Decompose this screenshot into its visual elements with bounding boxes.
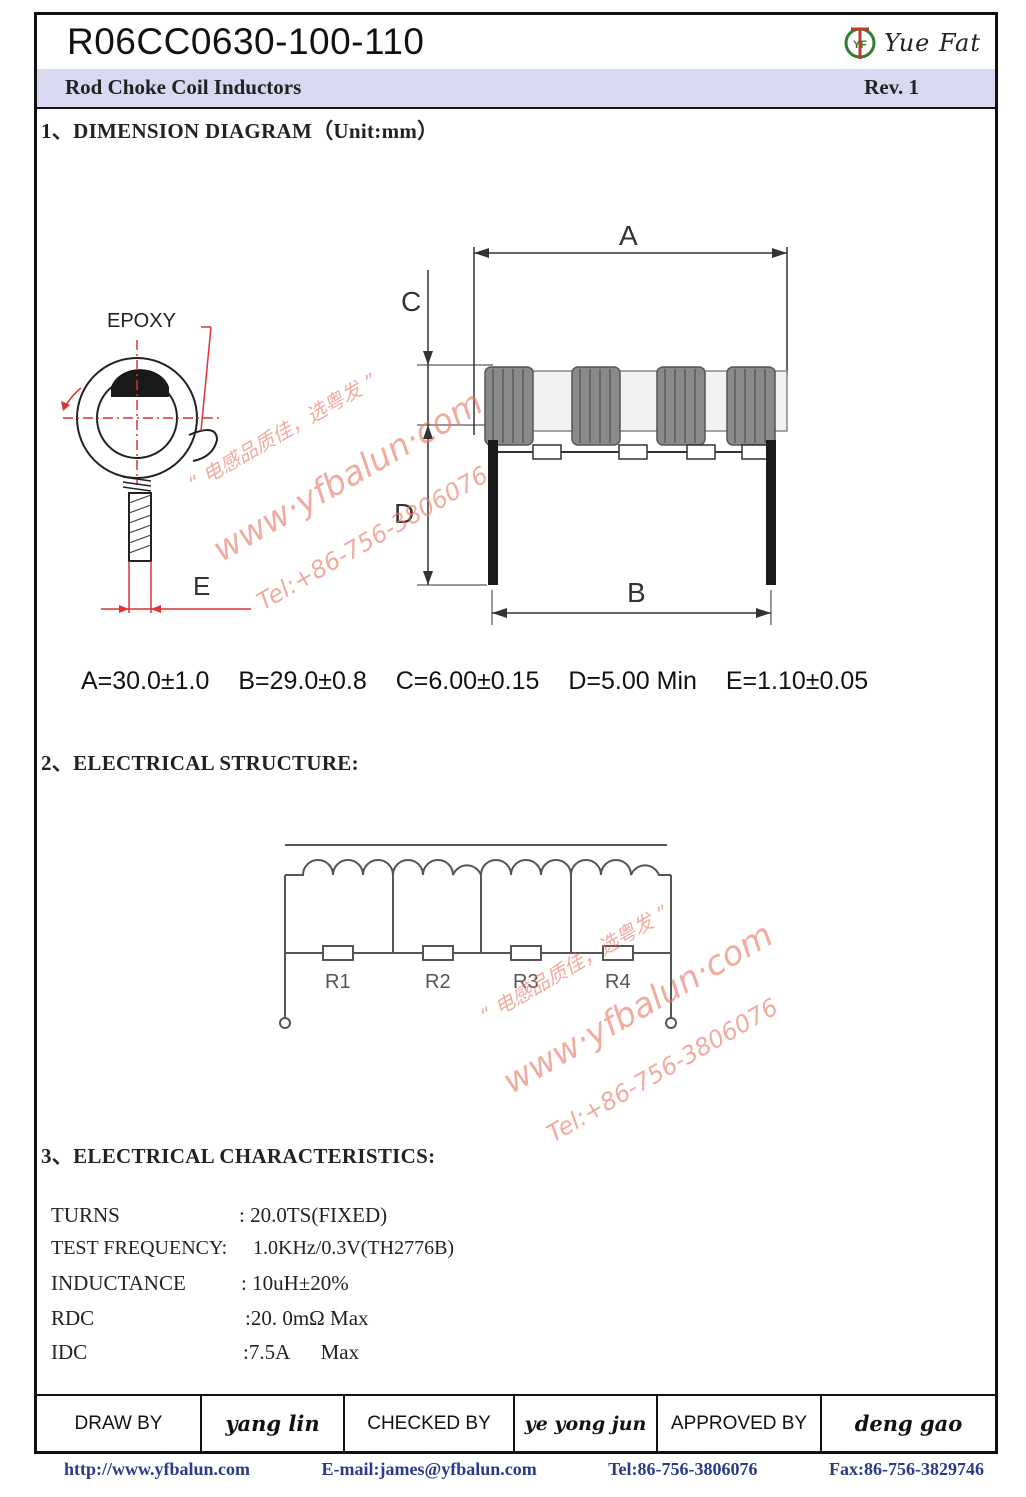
schematic-resistor-r1: [322, 945, 354, 961]
char-value: : 20.0TS(FIXED): [239, 1203, 388, 1227]
epoxy-pointer: [200, 326, 212, 432]
b-arrow-left: [492, 608, 507, 618]
char-label: TEST FREQUENCY:: [51, 1237, 228, 1259]
website-link[interactable]: http://www.yfbalun.com: [64, 1459, 251, 1479]
e-arrow-right: [151, 605, 161, 613]
front-resistor-1: [532, 444, 562, 460]
contact-line: http://www.yfbalun.com E-mail:james@yfba…: [64, 1459, 984, 1480]
char-label: INDUCTANCE: [51, 1271, 186, 1295]
part-number: R06CC0630-100-110: [67, 21, 425, 62]
e-arrow-left: [119, 605, 129, 613]
rotation-arrow-head: [61, 401, 70, 411]
dimension-a: A=30.0±1.0: [81, 667, 210, 695]
label-r2: R2: [425, 971, 451, 993]
approved-by-label: APPROVED BY: [658, 1396, 822, 1451]
coil-winding-1: [484, 366, 534, 446]
dimension-b: B=29.0±0.8: [238, 667, 367, 695]
epoxy-label: EPOXY: [107, 310, 176, 332]
d-arrow-bottom: [423, 571, 433, 585]
draw-by-signature: yang lin: [202, 1396, 345, 1451]
schematic-resistor-r3: [510, 945, 542, 961]
char-value: :20. 0mΩ Max: [245, 1306, 369, 1330]
dimension-d: D=5.00 Min: [568, 667, 697, 695]
coil-winding-3: [656, 366, 706, 446]
front-resistor-3: [686, 444, 716, 460]
char-row-idc: IDC :7.5A Max: [51, 1340, 359, 1365]
schematic-inductor-coil: [285, 859, 671, 876]
c-label: C: [401, 286, 421, 317]
char-row-turns: TURNS : 20.0TS(FIXED): [51, 1203, 387, 1228]
char-value: 1.0KHz/0.3V(TH2776B): [253, 1237, 455, 1259]
spec-sheet-frame: R06CC0630-100-110 YF Yue Fat Rod Choke C…: [34, 12, 998, 1454]
winding-turn-lines: [492, 369, 766, 443]
a-arrow-right: [772, 248, 787, 258]
coil-winding-4: [726, 366, 776, 446]
char-value: : 10uH±20%: [241, 1271, 349, 1295]
front-lead-left: [488, 440, 498, 585]
char-value: :7.5A Max: [243, 1340, 360, 1364]
label-r1: R1: [325, 971, 351, 993]
a-arrow-left: [474, 248, 489, 258]
title-row: R06CC0630-100-110 YF Yue Fat: [37, 15, 995, 71]
lead-loop: [188, 429, 219, 462]
phone-number: Tel:86-756-3806076: [608, 1459, 758, 1479]
terminal-left: [279, 1017, 291, 1029]
char-row-rdc: RDC :20. 0mΩ Max: [51, 1306, 369, 1331]
approved-by-signature: deng gao: [854, 1411, 963, 1436]
char-row-test-frequency: TEST FREQUENCY: 1.0KHz/0.3V(TH2776B): [51, 1237, 454, 1260]
front-view: A C D: [394, 220, 788, 625]
epoxy-blob: [111, 369, 169, 397]
c-arrow-bottom: [423, 425, 433, 439]
char-row-inductance: INDUCTANCE : 10uH±20%: [51, 1271, 349, 1296]
side-view: EPOXY: [61, 310, 251, 613]
label-r4: R4: [605, 971, 631, 993]
dimension-c: C=6.00±0.15: [395, 667, 540, 695]
company-logo: YF Yue Fat: [842, 25, 981, 61]
logo-name: Yue Fat: [883, 29, 981, 57]
subheader-row: Rod Choke Coil Inductors Rev. 1: [37, 69, 995, 109]
dimension-e: E=1.10±0.05: [725, 667, 869, 695]
terminal-right: [665, 1017, 677, 1029]
dimension-diagram: EPOXY: [61, 220, 788, 625]
d-label: D: [394, 498, 414, 529]
front-resistor-2: [618, 444, 648, 460]
product-title: Rod Choke Coil Inductors: [65, 75, 302, 99]
label-r3: R3: [513, 971, 539, 993]
revision-label: Rev. 1: [864, 75, 919, 99]
electrical-characteristics-heading: 3、ELECTRICAL CHARACTERISTICS:: [41, 1144, 436, 1168]
front-resistor-4: [741, 444, 771, 460]
c-arrow-top: [423, 351, 433, 365]
e-label: E: [193, 571, 210, 601]
char-label: IDC: [51, 1340, 88, 1364]
dimension-diagram-heading: 1、DIMENSION DIAGRAM（Unit:mm）: [41, 119, 439, 143]
schematic-resistor-r2: [422, 945, 454, 961]
signoff-table: DRAW BY yang lin CHECKED BY ye yong jun …: [37, 1394, 995, 1451]
lead-wire-coils: [122, 476, 152, 492]
fax-number: Fax:86-756-3829746: [829, 1459, 984, 1479]
yue-fat-logo-icon: YF: [844, 27, 876, 59]
checked-by-label: CHECKED BY: [345, 1396, 515, 1451]
char-label: TURNS: [51, 1203, 120, 1227]
side-lead-wire: [128, 492, 152, 562]
logo-mark-text: YF: [853, 39, 867, 51]
coil-winding-2: [571, 366, 621, 446]
draw-by-label: DRAW BY: [37, 1396, 202, 1451]
schematic-diagram: R1 R2 R3 R4: [279, 844, 677, 1029]
a-label: A: [619, 220, 638, 251]
dimension-values: A=30.0±1.0 B=29.0±0.8 C=6.00±0.15 D=5.00…: [81, 667, 890, 696]
front-lead-right: [766, 440, 776, 585]
char-label: RDC: [51, 1306, 95, 1330]
checked-by-signature: ye yong jun: [515, 1396, 658, 1451]
electrical-structure-heading: 2、ELECTRICAL STRUCTURE:: [41, 751, 359, 775]
email-link[interactable]: E-mail:james@yfbalun.com: [321, 1459, 537, 1479]
b-arrow-right: [756, 608, 771, 618]
b-label: B: [627, 577, 646, 608]
lead-hatch: [128, 494, 152, 554]
schematic-resistor-r4: [602, 945, 634, 961]
